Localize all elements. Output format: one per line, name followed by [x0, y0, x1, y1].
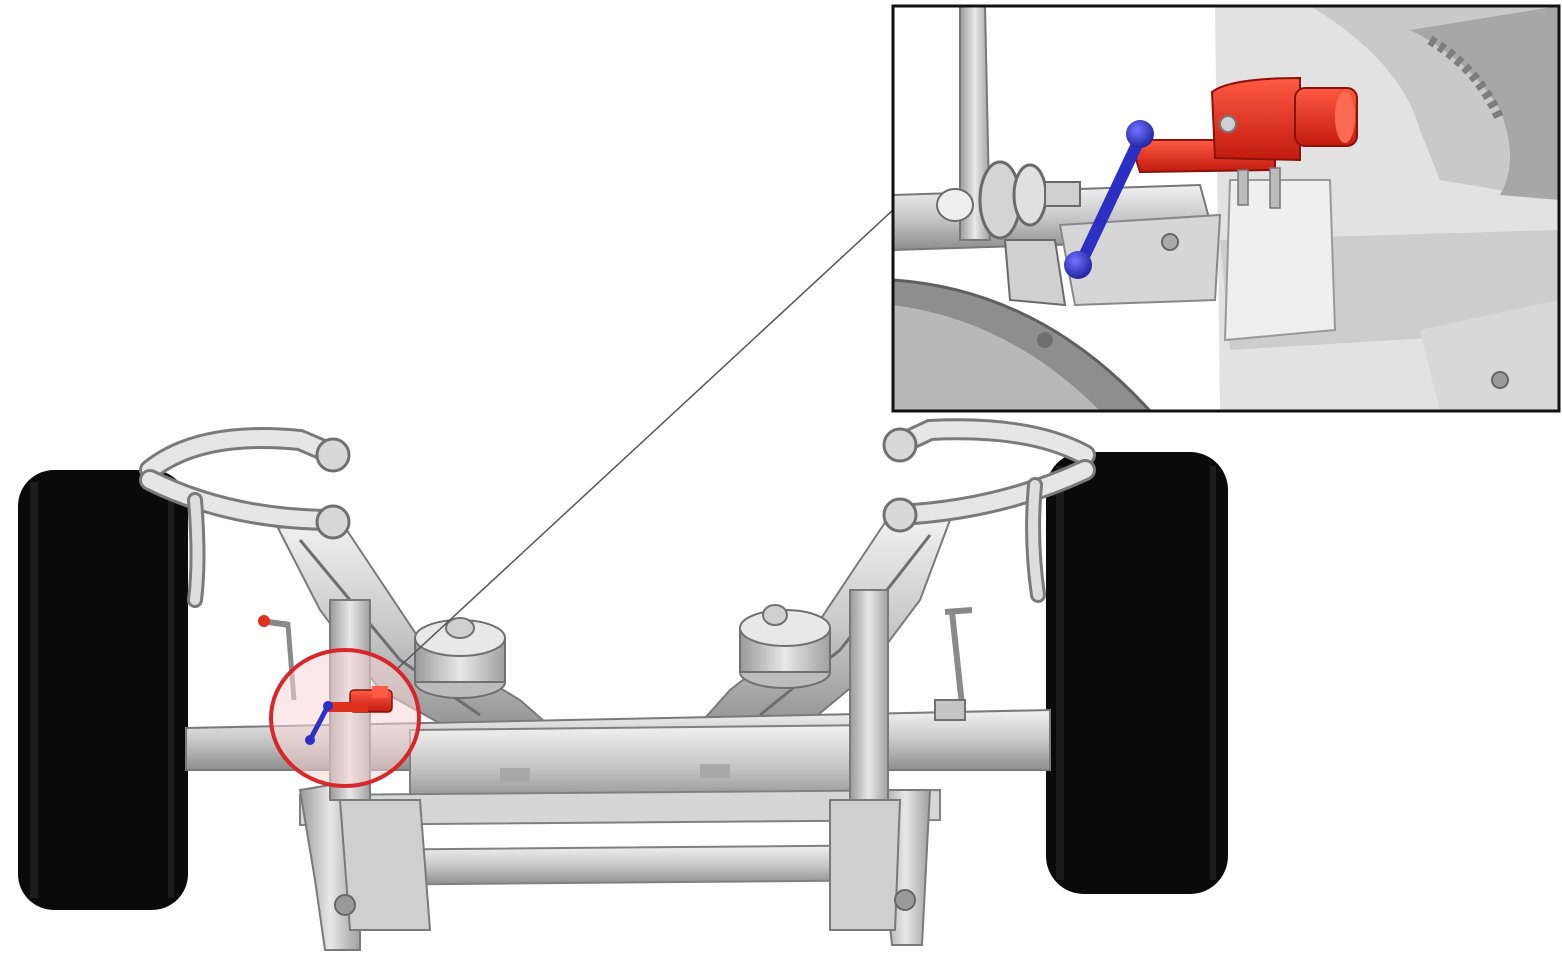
inset-ride-height-sensor	[1128, 76, 1358, 209]
ride-height-sensor	[328, 686, 393, 713]
inset-view	[891, 4, 1561, 413]
upper-control-arm-left	[139, 427, 346, 608]
sensor-link	[305, 701, 333, 745]
strut-mount-left	[414, 617, 506, 699]
upper-control-arm-right	[887, 418, 1096, 603]
callout-highlight	[269, 648, 421, 788]
upper-arm-bushing-right-1	[882, 427, 918, 463]
inset-frame	[891, 4, 1561, 413]
tire-right	[1046, 452, 1228, 894]
strut-mount-right	[739, 604, 831, 689]
leader-line	[397, 209, 894, 669]
inset-sensor-link	[1064, 120, 1154, 279]
stabilizer-link-right	[934, 607, 973, 721]
subframe	[185, 589, 1051, 951]
upper-arm-bushing-left-2	[315, 504, 351, 540]
main-view	[18, 209, 1228, 951]
upper-arm-bushing-left-1	[315, 437, 351, 473]
inset-stabilizer-end	[936, 160, 1179, 307]
tire-left	[18, 470, 188, 910]
upper-arm-bushing-right-2	[882, 497, 918, 533]
